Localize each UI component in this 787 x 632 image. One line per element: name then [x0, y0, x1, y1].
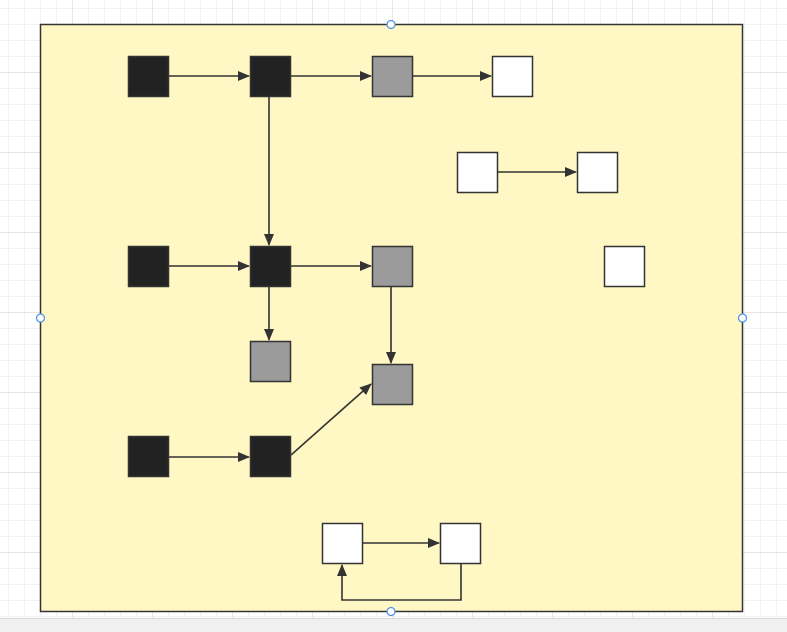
selection-handles: [35, 19, 748, 617]
nodes-layer: [127, 55, 646, 565]
node-n15[interactable]: [321, 522, 364, 565]
edges-layer: [169, 71, 577, 601]
node-n5[interactable]: [456, 151, 499, 194]
node-n4[interactable]: [491, 55, 534, 98]
edge-n14-to-n12[interactable]: [290, 383, 372, 456]
handle-bottom[interactable]: [386, 606, 396, 617]
node-n13[interactable]: [127, 435, 170, 478]
node-n12[interactable]: [371, 363, 414, 406]
node-n11[interactable]: [249, 340, 292, 383]
bottom-scrollbar-strip[interactable]: [0, 618, 787, 632]
node-n2[interactable]: [249, 55, 292, 98]
node-n1[interactable]: [127, 55, 170, 98]
diagram-canvas[interactable]: [0, 0, 787, 618]
node-n8[interactable]: [249, 245, 292, 288]
edge-n16-to-n15[interactable]: [337, 564, 462, 601]
node-n14[interactable]: [249, 435, 292, 478]
node-n16[interactable]: [439, 522, 482, 565]
node-n10[interactable]: [603, 245, 646, 288]
node-n3[interactable]: [371, 55, 414, 98]
handle-top[interactable]: [386, 19, 396, 30]
handle-left[interactable]: [35, 313, 46, 323]
node-n7[interactable]: [127, 245, 170, 288]
handle-right[interactable]: [737, 313, 748, 323]
node-n6[interactable]: [576, 151, 619, 194]
node-n9[interactable]: [371, 245, 414, 288]
